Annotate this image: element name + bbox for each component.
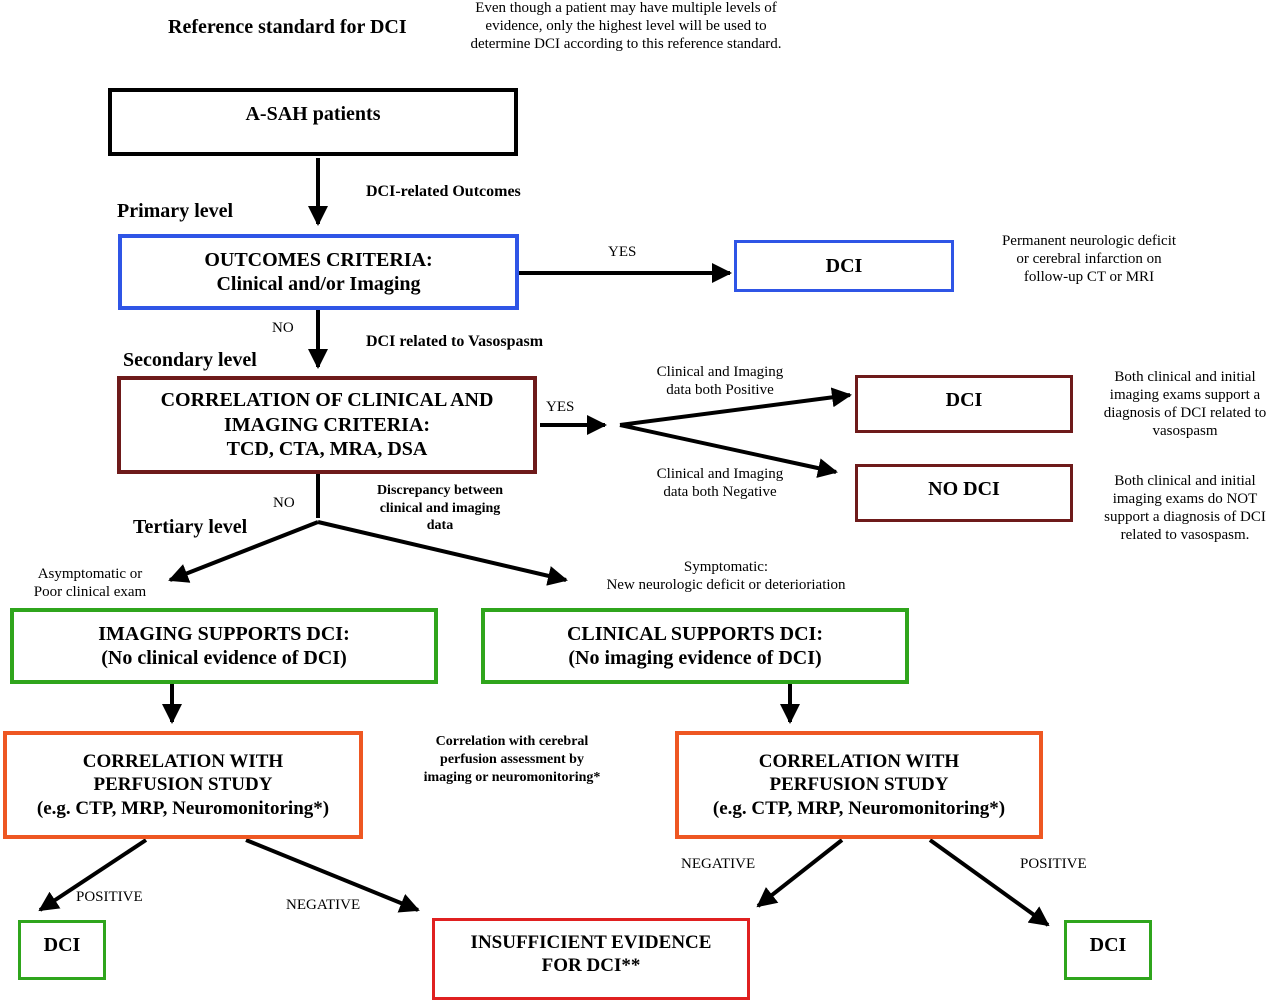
clinical-supports-box: CLINICAL SUPPORTS DCI: (No imaging evide…	[481, 608, 909, 684]
label-negative-right: NEGATIVE	[681, 856, 756, 872]
note-both-not-support: Both clinical and initial imaging exams …	[1104, 473, 1266, 543]
label-discrepancy: Discrepancy between clinical and imaging…	[376, 483, 504, 533]
tertiary-level-label: Tertiary level	[133, 516, 248, 538]
label-no-secondary: NO	[273, 495, 295, 511]
note-permanent-deficit: Permanent neurologic deficit or cerebral…	[1001, 233, 1177, 285]
note-both-support: Both clinical and initial imaging exams …	[1103, 369, 1267, 439]
no-dci-secondary-box: NO DCI	[855, 464, 1073, 522]
label-no-primary: NO	[272, 320, 294, 336]
arrow-perf-left-negative	[245, 838, 420, 913]
imaging-supports-box: IMAGING SUPPORTS DCI: (No clinical evide…	[10, 608, 438, 684]
dci-left-box: DCI	[18, 920, 106, 980]
arrow-perf-right-positive	[928, 838, 1050, 927]
label-positive-right: POSITIVE	[1020, 856, 1087, 872]
label-symptomatic: Symptomatic: New neurologic deficit or d…	[606, 559, 846, 593]
insufficient-evidence-box: INSUFFICIENT EVIDENCE FOR DCI**	[432, 918, 750, 1000]
header-note: Even though a patient may have multiple …	[470, 0, 782, 52]
dci-secondary-box: DCI	[855, 375, 1073, 433]
outcomes-criteria-box: OUTCOMES CRITERIA: Clinical and/or Imagi…	[118, 234, 519, 310]
label-asymptomatic: Asymptomatic or Poor clinical exam	[33, 566, 147, 600]
perfusion-study-left-box: CORRELATION WITH PERFUSION STUDY (e.g. C…	[3, 731, 363, 839]
label-yes-primary: YES	[608, 244, 637, 260]
arrow-to-dci-secondary	[619, 387, 852, 427]
correlation-criteria-box: CORRELATION OF CLINICAL AND IMAGING CRIT…	[117, 376, 537, 474]
label-dci-vasospasm: DCI related to Vasospasm	[366, 333, 544, 350]
arrow-to-imaging-supports	[168, 520, 319, 583]
dci-right-box: DCI	[1064, 920, 1152, 980]
secondary-level-label: Secondary level	[123, 349, 257, 371]
perfusion-study-right-box: CORRELATION WITH PERFUSION STUDY (e.g. C…	[675, 731, 1043, 839]
label-both-positive: Clinical and Imaging data both Positive	[656, 364, 784, 398]
dci-primary-box: DCI	[734, 240, 954, 292]
arrow-to-clinical-supports	[317, 520, 568, 586]
primary-level-label: Primary level	[117, 200, 234, 222]
label-perfusion-note: Correlation with cerebral perfusion asse…	[423, 734, 601, 786]
label-yes-secondary: YES	[546, 399, 575, 415]
arrow-perf-right-negative	[756, 838, 844, 908]
label-negative-left: NEGATIVE	[286, 897, 361, 913]
arrow-perf-left-positive	[38, 838, 148, 912]
arrow-to-nodci-secondary	[619, 423, 838, 478]
label-dci-related-outcomes: DCI-related Outcomes	[366, 183, 521, 200]
asah-patients-box: A-SAH patients	[108, 88, 518, 156]
diagram-title: Reference standard for DCI	[168, 16, 407, 38]
label-both-negative: Clinical and Imaging data both Negative	[656, 466, 784, 500]
label-positive-left: POSITIVE	[76, 889, 143, 905]
